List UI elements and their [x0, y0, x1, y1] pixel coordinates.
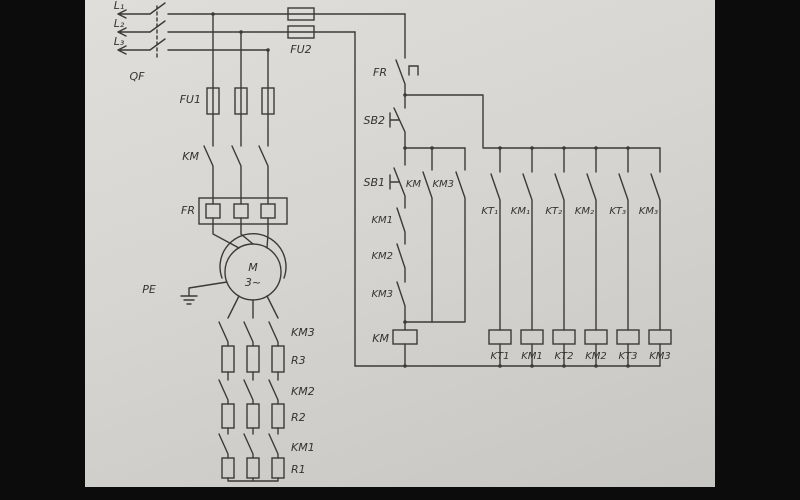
label-coil-km: KM	[372, 332, 389, 345]
label-r1: R1	[291, 463, 306, 476]
interlock-contacts	[396, 207, 406, 331]
label-coil-km1: KM1	[521, 351, 543, 362]
branch-feed-wire	[404, 94, 661, 149]
relay-branches	[488, 147, 672, 367]
supply-lines	[117, 9, 151, 55]
power-junctions	[211, 12, 270, 52]
label-interlock-km1: KM1	[371, 215, 393, 226]
fr-control-contact	[395, 13, 419, 109]
circuit-diagram: L₁ L₂ L₃ QF FU1 FU2 KM FR M 3~ PE KM3 R3…	[114, 0, 672, 482]
label-pe: PE	[142, 283, 156, 296]
r1-resistors	[221, 457, 285, 482]
km3-hold-contact	[404, 147, 466, 323]
label-qf: QF	[130, 70, 146, 83]
label-km3-rotor: KM3	[291, 326, 315, 339]
label-l3: L₃	[114, 35, 125, 48]
sb2-button	[389, 107, 406, 166]
label-l1: L₁	[114, 0, 125, 12]
label-fu2: FU2	[290, 43, 311, 56]
km1-rotor-contacts	[218, 433, 279, 459]
label-coil-km2: KM2	[585, 351, 607, 362]
label-motor-m: M	[248, 261, 258, 274]
label-coil-kt1: KT1	[490, 351, 509, 362]
label-contact-km2: KM₂	[575, 206, 594, 217]
label-contact-kt3: KT₃	[609, 206, 626, 217]
fr-thermal-element	[198, 197, 288, 225]
pe-ground	[180, 281, 228, 305]
label-km: KM	[182, 150, 199, 163]
rotor-leads	[227, 295, 279, 319]
km-coil	[392, 329, 418, 367]
label-km2-rotor: KM2	[291, 385, 315, 398]
label-interlock-km2: KM2	[371, 251, 393, 262]
control-junctions	[403, 93, 630, 368]
label-contact-km1: KM₁	[511, 206, 530, 217]
label-contact-kt1: KT₁	[481, 206, 498, 217]
power-section	[117, 2, 406, 482]
label-fr-contact: FR	[373, 66, 387, 79]
label-contact-km3: KM₃	[639, 206, 658, 217]
label-fu1: FU1	[180, 93, 201, 106]
label-sb2: SB2	[363, 114, 385, 127]
label-km3-hold: KM3	[432, 179, 454, 190]
label-coil-kt2: KT2	[554, 351, 573, 362]
label-contact-kt2: KT₂	[545, 206, 562, 217]
label-km1-rotor: KM1	[291, 441, 315, 454]
labels: L₁ L₂ L₃ QF FU1 FU2 KM FR M 3~ PE KM3 R3…	[114, 0, 671, 476]
label-sb1: SB1	[363, 176, 385, 189]
schematic-paper: L₁ L₂ L₃ QF FU1 FU2 KM FR M 3~ PE KM3 R3…	[85, 0, 715, 487]
r2-resistors	[221, 403, 285, 435]
km2-rotor-contacts	[218, 379, 279, 405]
km-main-contacts	[203, 145, 269, 199]
km-hold-contact	[422, 147, 433, 323]
control-section	[354, 13, 672, 368]
km3-rotor-contacts	[218, 321, 279, 347]
label-interlock-km3: KM3	[371, 289, 393, 300]
label-motor-phase: 3~	[245, 276, 261, 289]
label-l2: L₂	[114, 17, 125, 30]
label-r3: R3	[291, 354, 306, 367]
label-r2: R2	[291, 411, 306, 424]
label-coil-km3: KM3	[649, 351, 671, 362]
qf-breaker	[149, 2, 289, 59]
sb1-button	[389, 167, 406, 209]
fuse-fu1	[206, 87, 275, 147]
phase-drops	[212, 13, 269, 89]
r3-resistors	[221, 345, 285, 381]
label-coil-kt3: KT3	[618, 351, 637, 362]
label-fr: FR	[181, 204, 195, 217]
fuse-fu2	[287, 7, 406, 39]
label-km-hold: KM	[406, 179, 422, 190]
